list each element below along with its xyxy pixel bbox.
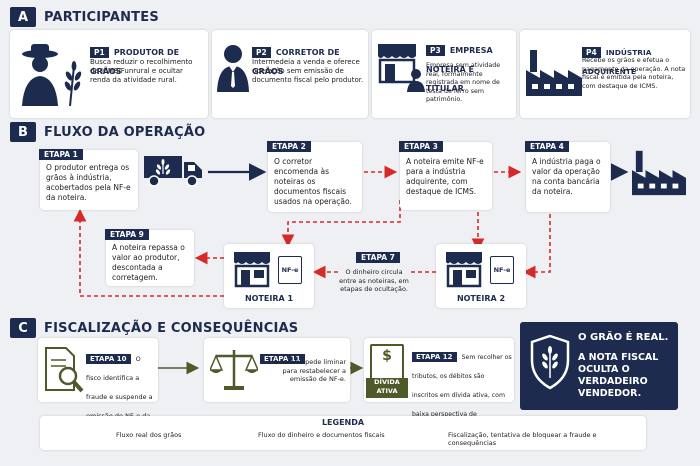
- farmer-icon: [22, 44, 82, 107]
- step-tag: ETAPA 12: [412, 352, 457, 362]
- step-tag: ETAPA 7: [356, 252, 400, 263]
- divida-ativa-badge: DÍVIDA ATIVA: [366, 378, 408, 398]
- legend-item-goods: Fluxo real dos grãos: [116, 431, 182, 439]
- callout-line1: O GRÃO É REAL.: [578, 332, 669, 343]
- step-text: O corretor encomenda às noteiras os docu…: [274, 157, 352, 206]
- broker-icon: [217, 45, 249, 92]
- participant-card-p2: P2 CORRETOR DE GRÃOS Intermedeia a venda…: [212, 30, 368, 118]
- nfe-document-icon: NF-e: [278, 256, 302, 284]
- section-c-badge: C: [10, 318, 36, 338]
- participant-title: PRODUTOR DE GRÃOS: [90, 48, 180, 76]
- step-tag: ETAPA 4: [525, 141, 569, 152]
- step-tag: ETAPA 11: [260, 346, 305, 365]
- step-card-7: ETAPA 7 O dinheiro circula entre as note…: [338, 252, 410, 300]
- section-b-title: FLUXO DA OPERAÇÃO: [44, 125, 206, 140]
- shield-wheat-icon: [530, 334, 570, 390]
- scales-icon: [210, 350, 258, 390]
- step-card-1: ETAPA 1 O produtor entrega os grãos à in…: [39, 149, 138, 210]
- participant-tag: P3: [426, 45, 445, 56]
- participant-text: Empresa sem atividade real, formalmente …: [426, 62, 501, 103]
- callout-line2: A NOTA FISCAL OCULTA O VERDADEIRO VENDED…: [578, 352, 659, 399]
- participant-tag: P4: [582, 47, 601, 58]
- participant-text: Recebe os grãos e efetua o pagamento da …: [582, 56, 686, 90]
- noteira-1-label: NOTEIRA 1: [244, 294, 294, 303]
- noteira-1-card: NF-e NOTEIRA 1: [224, 244, 314, 308]
- step-card-2: ETAPA 2 O corretor encomenda às noteiras…: [267, 141, 362, 212]
- noteira-2-label: NOTEIRA 2: [456, 294, 506, 303]
- step-text: O dinheiro circula entre as noteiras, em…: [339, 268, 409, 293]
- participant-card-p3: P3 EMPRESA NOTEIRA E TITULAR Empresa sem…: [372, 30, 516, 118]
- legend-box: LEGENDA Fluxo real dos grãos Fluxo do di…: [40, 416, 646, 450]
- step-tag: ETAPA 9: [105, 229, 149, 240]
- truck-icon: [144, 156, 202, 187]
- participant-title: EMPRESA NOTEIRA E TITULAR: [426, 46, 493, 93]
- step-card-10: ETAPA 10 O fisco identifica a fraude e s…: [38, 338, 158, 439]
- step-text: A noteira emite NF-e para a indústria ad…: [406, 157, 484, 196]
- shop-icon: [446, 252, 482, 288]
- participant-text: Intermedeia a venda e oferece operação s…: [252, 58, 364, 84]
- step-card-3: ETAPA 3 A noteira emite NF-e para a indú…: [399, 141, 492, 210]
- legend-item-enforcement: Fiscalização, tentativa de bloquear a fr…: [448, 431, 597, 447]
- section-b-badge: B: [10, 122, 36, 142]
- factory-icon: [526, 50, 582, 96]
- shop-icon: [234, 252, 270, 288]
- participant-title: CORRETOR DE GRÃOS: [252, 48, 340, 76]
- step-text: A noteira pede liminar para restabelecer…: [273, 358, 346, 383]
- step-card-11: ETAPA 11 A noteira pede liminar para res…: [204, 338, 350, 402]
- step-tag: ETAPA 2: [267, 141, 311, 152]
- step-text: O produtor entrega os grãos à indústria,…: [46, 163, 131, 202]
- step-text: A indústria paga o valor da operação na …: [532, 157, 601, 196]
- step-card-12: $ DÍVIDA ATIVA ETAPA 12 Sem recolher os …: [364, 338, 514, 437]
- participant-tag: P2: [252, 47, 271, 58]
- legend-title: LEGENDA: [321, 418, 365, 427]
- magnifier-doc-icon: [45, 347, 84, 393]
- legend-item-money: Fluxo do dinheiro e documentos fiscais: [258, 431, 385, 439]
- participant-card-p4: P4 INDÚSTRIA ADQUIRENTE Recebe os grãos …: [520, 30, 690, 118]
- section-c-title: FISCALIZAÇÃO E CONSEQUÊNCIAS: [44, 321, 299, 336]
- step-tag: ETAPA 1: [39, 149, 83, 160]
- noteira-2-card: NF-e NOTEIRA 2: [436, 244, 526, 308]
- shop-person-icon: [378, 44, 425, 92]
- participant-card-p1: P1 PRODUTOR DE GRÃOS Busca reduzir o rec…: [10, 30, 208, 118]
- step-tag: ETAPA 10: [86, 354, 131, 364]
- section-a-title: PARTICIPANTES: [44, 10, 159, 25]
- step-card-9: ETAPA 9 A noteira repassa o valor ao pro…: [105, 229, 194, 286]
- factory-icon: [632, 150, 686, 196]
- step-text: A noteira repassa o valor ao produtor, d…: [112, 243, 185, 282]
- callout-box: O GRÃO É REAL. A NOTA FISCAL OCULTA O VE…: [520, 322, 678, 410]
- nfe-document-icon: NF-e: [490, 256, 514, 284]
- participant-title: INDÚSTRIA ADQUIRENTE: [582, 48, 652, 76]
- step-tag: ETAPA 3: [399, 141, 443, 152]
- participant-tag: P1: [90, 47, 109, 58]
- section-a-badge: A: [10, 7, 36, 27]
- step-card-4: ETAPA 4 A indústria paga o valor da oper…: [525, 141, 610, 212]
- participant-text: Busca reduzir o recolhimento de ICMS/Fun…: [90, 58, 193, 84]
